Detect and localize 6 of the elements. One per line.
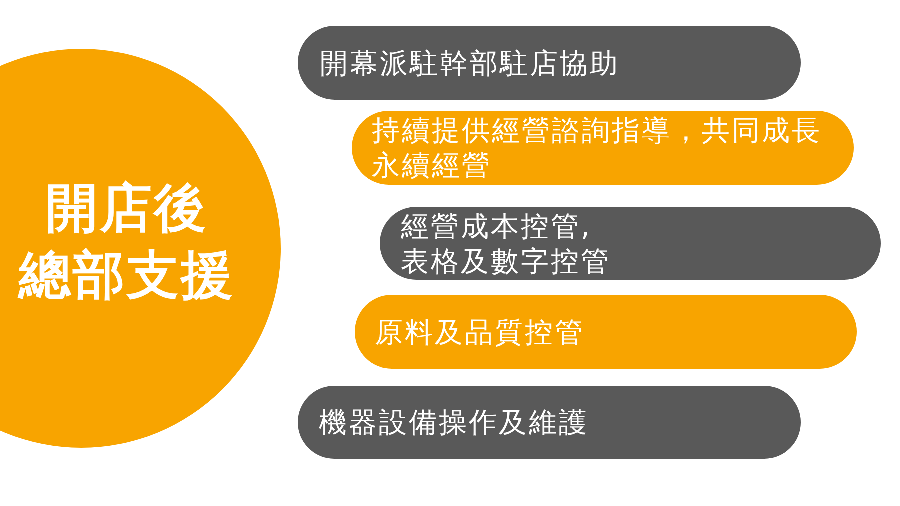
service-label: 持續提供經營諮詢指導，共同成長永續經營 — [372, 113, 823, 183]
topic-title: 開店後總部支援 — [18, 178, 236, 308]
service-label: 經營成本控管,表格及數字控管 — [401, 208, 612, 278]
service-label: 開幕派駐幹部駐店協助 — [320, 46, 620, 80]
service-label: 原料及品質控管 — [375, 314, 585, 350]
service-label: 機器設備操作及維護 — [319, 405, 589, 440]
